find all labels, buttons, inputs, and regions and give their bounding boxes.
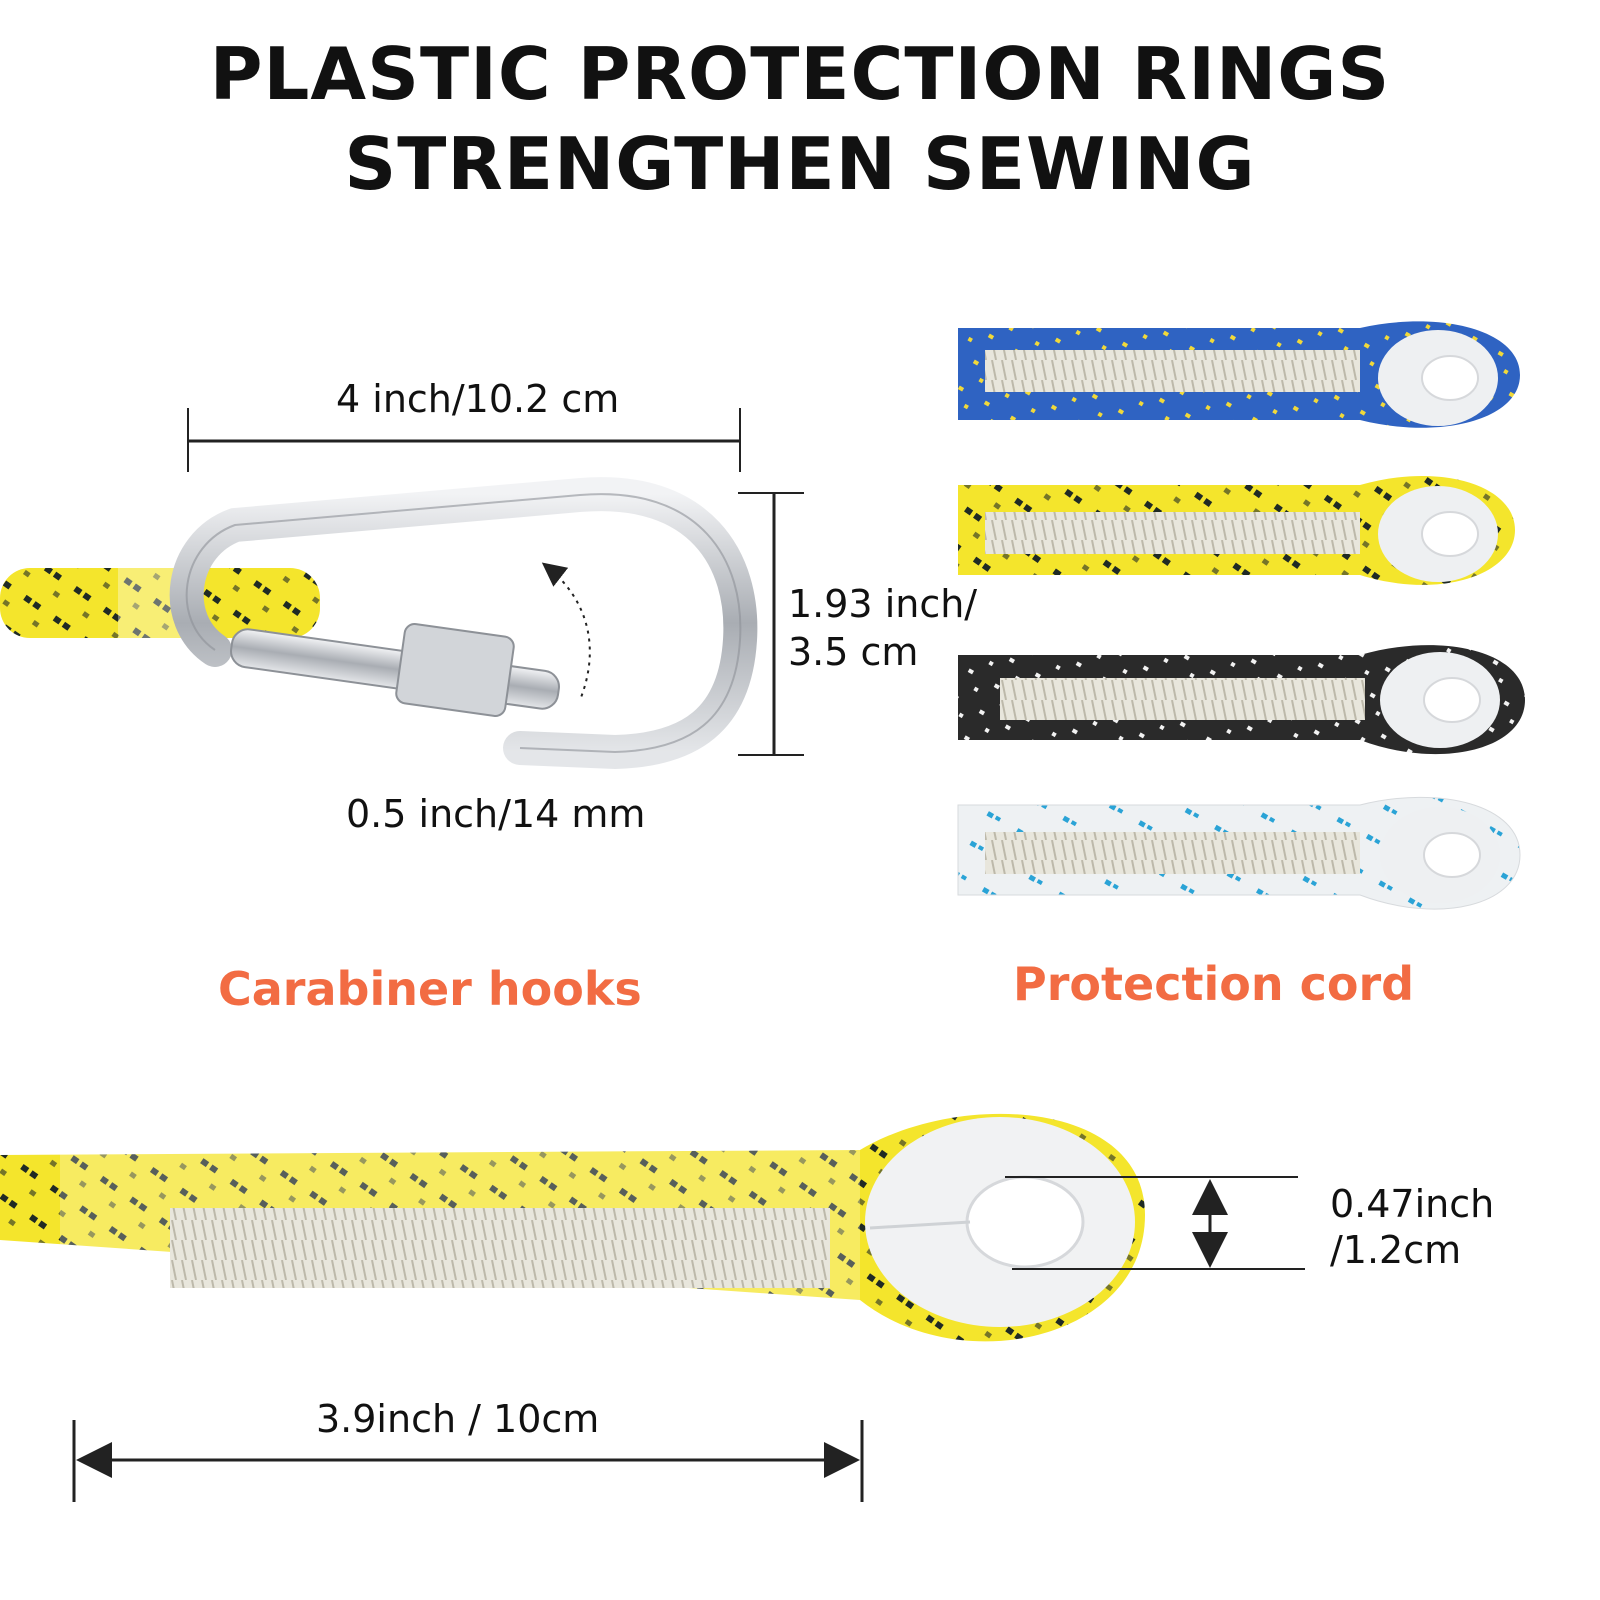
cord-white xyxy=(957,796,1521,910)
cord-blue xyxy=(958,321,1520,428)
cord-black xyxy=(958,645,1525,755)
protection-cord-caption: Protection cord xyxy=(1013,957,1415,1011)
headline-line-2: STRENGTHEN SEWING xyxy=(344,122,1256,206)
stitch-length-label: 3.9inch / 10cm xyxy=(316,1397,600,1441)
carabiner-height-label-line1: 1.93 inch/ xyxy=(788,582,978,626)
carabiner-gate-label: 0.5 inch/14 mm xyxy=(346,792,646,836)
carabiner-rope xyxy=(0,568,320,638)
stitching xyxy=(170,1208,830,1288)
carabiner-group xyxy=(0,408,804,770)
ring-size-label-line2: /1.2cm xyxy=(1330,1228,1462,1272)
ring-size-label-line1: 0.47inch xyxy=(1330,1182,1495,1226)
carabiner-height-label-line2: 3.5 cm xyxy=(788,630,919,674)
headline-line-1: PLASTIC PROTECTION RINGS xyxy=(209,32,1391,116)
gate-open-arrow xyxy=(541,562,591,701)
carabiner-caption: Carabiner hooks xyxy=(218,962,642,1016)
cord-yellow xyxy=(958,475,1515,585)
carabiner-width-label: 4 inch/10.2 cm xyxy=(336,377,620,421)
detail-rope xyxy=(0,1113,1305,1502)
screw-lock-sleeve xyxy=(395,623,515,717)
